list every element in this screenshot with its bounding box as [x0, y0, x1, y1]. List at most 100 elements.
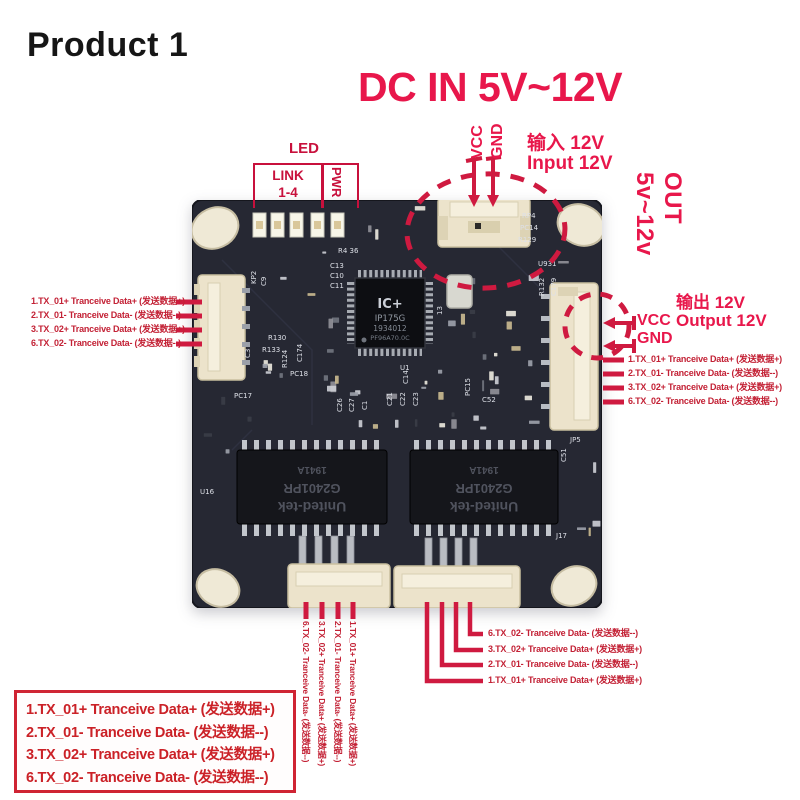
silkscreen-label: R132	[538, 278, 546, 296]
transformer-brand: United-tek	[450, 499, 519, 515]
dc-in-heading: DC IN 5V~12V	[358, 64, 623, 110]
silkscreen-label: C22	[399, 392, 407, 406]
silkscreen-label: C9	[260, 277, 268, 286]
crystal-oscillator	[446, 274, 473, 309]
leader-lines-bottom-right	[424, 602, 483, 684]
silkscreen-label: RP4	[522, 212, 536, 220]
silkscreen-label: 13	[436, 306, 444, 315]
pin-label-left-6: 6.TX_02- Tranceive Data- (发送数据--)	[31, 338, 181, 348]
out-heading: OUT 5v~12v	[631, 172, 686, 256]
pin-label-bottomleft-2: 2.TX_01- Tranceive Data- (发送数据--)	[333, 621, 343, 763]
pin-label-bottomleft-6: 6.TX_02- Tranceive Data- (发送数据--)	[301, 621, 311, 763]
silkscreen-label: U16	[200, 488, 215, 496]
silkscreen-label: R4 36	[338, 247, 359, 255]
vcc-label-right: VCC	[637, 312, 671, 329]
mounting-hole	[550, 565, 598, 607]
legend-row-1: 1.TX_01+ Tranceive Data+ (发送数据+)	[26, 702, 275, 718]
pin-label-bottomleft-3: 3.TX_02+ Tranceive Data+ (发送数据+)	[317, 621, 327, 767]
silkscreen-label: PC14	[520, 224, 539, 232]
silkscreen-label: U931	[538, 260, 556, 268]
pin-label-right-6: 6.TX_02- Tranceive Data- (发送数据--)	[628, 396, 778, 406]
transformer-1: United-tek G2401PR 1941A	[236, 440, 388, 536]
power-out-arrows	[603, 316, 636, 353]
led-array	[252, 212, 345, 238]
gnd-label-top: GND	[489, 123, 506, 159]
led-legend-link-range: 1-4	[278, 185, 298, 200]
silkscreen-label: J17	[555, 532, 567, 540]
mounting-holes	[192, 203, 602, 608]
pin-label-bottomright-1: 1.TX_01+ Tranceive Data+ (发送数据+)	[488, 675, 642, 685]
output-note-cn: 输出 12V	[676, 293, 745, 312]
led-legend-pwr: PWR	[329, 167, 344, 198]
leader-lines-right	[603, 357, 624, 405]
pin-label-left-2: 2.TX_01- Tranceive Data- (发送数据--)	[31, 310, 181, 320]
transformer-2: United-tek G2401PR 1941A	[409, 440, 559, 536]
ic-lot-code: 1934012	[373, 324, 407, 333]
silkscreen-label: R124	[281, 349, 289, 368]
silkscreen-label: C13	[330, 262, 344, 270]
led-legend-divider	[321, 165, 324, 208]
legend-row-6: 6.TX_02- Tranceive Data- (发送数据--)	[26, 769, 269, 786]
pin-label-bottomleft-1: 1.TX_01+ Tranceive Data+ (发送数据+)	[348, 621, 358, 767]
silkscreen-label: R130	[268, 334, 286, 342]
silkscreen-label: C179	[550, 278, 558, 296]
silkscreen-label: R133	[262, 346, 280, 354]
silkscreen-label: C51	[560, 448, 568, 462]
silkscreen-label: KP2	[250, 271, 258, 284]
led-legend-title: LED	[289, 140, 319, 157]
pin-label-left-3: 3.TX_02+ Tranceive Data+ (发送数据+)	[31, 324, 185, 334]
silkscreen-label: U1	[400, 364, 410, 372]
transformer-model: G2401PR	[455, 481, 513, 496]
main-ic: IC+ IP175G 1934012 PF96A70.0C	[347, 270, 433, 356]
silkscreen-label: C11	[330, 282, 344, 290]
silkscreen-label: C27	[348, 398, 356, 412]
pin-label-right-3: 3.TX_02+ Tranceive Data+ (发送数据+)	[628, 382, 782, 392]
led-legend-box: LINK 1-4	[253, 163, 359, 208]
ic-part-number: IP175G	[375, 314, 405, 324]
silkscreen-label: C14	[402, 370, 410, 384]
silkscreen-label: PC17	[234, 392, 252, 400]
input-note-en: Input 12V	[527, 153, 613, 174]
silkscreen-labels: KP2 C9 R130 R133 R124 C3 C174 PC18 PC17 …	[200, 212, 581, 540]
out-connector	[541, 282, 599, 431]
transformer-model: G2401PR	[283, 481, 341, 496]
ic-logo: IC+	[377, 297, 402, 312]
transformer-lot: 1941A	[469, 464, 498, 475]
input-note-cn: 输入 12V	[527, 133, 605, 154]
legend-row-3: 3.TX_02+ Tranceive Data+ (发送数据+)	[26, 747, 275, 763]
pin-label-left-1: 1.TX_01+ Tranceive Data+ (发送数据+)	[31, 296, 185, 306]
silkscreen-label: C26	[336, 398, 344, 412]
mounting-hole	[192, 206, 240, 250]
transformer-lot: 1941A	[297, 464, 326, 475]
silkscreen-label: C1	[361, 401, 369, 410]
pin-label-bottomright-2: 2.TX_01- Tranceive Data- (发送数据--)	[488, 659, 638, 669]
left-port-connector	[194, 274, 250, 381]
silkscreen-label: C174	[296, 343, 304, 362]
bottom-port-connector-2	[393, 537, 521, 608]
page-title: Product 1	[27, 26, 189, 64]
silkscreen-label: C10	[330, 272, 344, 280]
silkscreen-label: C3	[244, 349, 252, 358]
silkscreen-label: R129	[518, 236, 536, 244]
pin-label-right-2: 2.TX_01- Tranceive Data- (发送数据--)	[628, 368, 778, 378]
silkscreen-label: C21	[386, 392, 394, 406]
legend-row-2: 2.TX_01- Tranceive Data- (发送数据--)	[26, 724, 269, 741]
pin-label-bottomright-6: 6.TX_02- Tranceive Data- (发送数据--)	[488, 628, 638, 638]
led-legend-link: LINK	[272, 168, 304, 183]
output-note-en: Output 12V	[676, 311, 767, 330]
pin-label-right-1: 1.TX_01+ Tranceive Data+ (发送数据+)	[628, 354, 782, 364]
silkscreen-label: C23	[412, 392, 420, 406]
ic-date-code: PF96A70.0C	[370, 334, 410, 342]
mounting-hole	[195, 568, 241, 608]
gnd-label-right: GND	[637, 330, 673, 347]
transformer-brand: United-tek	[278, 499, 347, 515]
dc-in-connector	[437, 200, 531, 248]
pcb-board: IC+ IP175G 1934012 PF96A70.0C United-tek…	[192, 200, 602, 608]
pin-label-bottomright-3: 3.TX_02+ Tranceive Data+ (发送数据+)	[488, 644, 642, 654]
pin-legend-box: 1.TX_01+ Tranceive Data+ (发送数据+) 2.TX_01…	[14, 690, 296, 793]
silkscreen-label: PC18	[290, 370, 308, 378]
vcc-label-top: VCC	[469, 125, 486, 159]
smd-components	[203, 206, 601, 537]
silkscreen-label: C52	[482, 396, 496, 404]
